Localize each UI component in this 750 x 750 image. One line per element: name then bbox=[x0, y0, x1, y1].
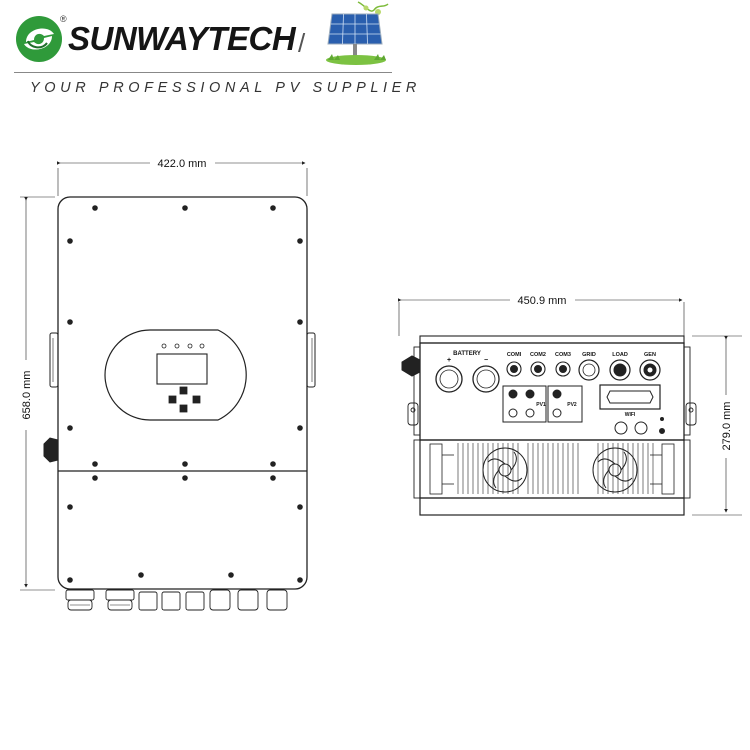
fan-icons bbox=[482, 447, 638, 493]
brand-separator: / bbox=[298, 28, 306, 58]
front-height-dimension bbox=[20, 196, 55, 591]
registered-mark: ® bbox=[60, 14, 67, 24]
brand-name: SUNWAYTECH bbox=[68, 20, 296, 57]
tagline: YOUR PROFESSIONAL PV SUPPLIER bbox=[30, 80, 421, 96]
label-grid: GRID bbox=[582, 352, 596, 358]
pv2-block bbox=[547, 385, 583, 423]
solar-panel-icon bbox=[326, 1, 389, 65]
heatsink-housing bbox=[419, 439, 685, 499]
ac-plug-frame bbox=[599, 384, 661, 410]
lcd-screen bbox=[156, 353, 208, 385]
label-pv2: PV2 bbox=[567, 402, 577, 408]
ac-ports bbox=[578, 359, 661, 381]
bottom-top-cover bbox=[419, 335, 685, 344]
side-clips bbox=[407, 402, 697, 426]
base-plate bbox=[419, 497, 685, 516]
bottom-height-dimension bbox=[692, 335, 742, 516]
label-pv1: PV1 bbox=[536, 402, 546, 408]
heatsink-rails bbox=[429, 443, 675, 495]
label-com1: COMI bbox=[507, 352, 522, 358]
battery-negative-port bbox=[472, 365, 500, 393]
wifi-port-1 bbox=[614, 421, 628, 435]
side-switch-icon bbox=[401, 355, 421, 377]
battery-positive-port bbox=[435, 365, 463, 393]
front-view bbox=[20, 161, 316, 611]
com-ports bbox=[506, 361, 571, 377]
right-bracket bbox=[306, 332, 316, 388]
label-wifi: WIFI bbox=[625, 412, 636, 418]
header: ® SUNWAYTECH / YOUR PROFESSIONAL PV SUPP… bbox=[0, 0, 750, 110]
front-width-label: 422.0 mm bbox=[158, 158, 207, 170]
bottom-width-dimension bbox=[398, 298, 685, 336]
label-battery: BATTERY bbox=[453, 351, 481, 357]
pv1-block bbox=[502, 385, 547, 423]
status-led-icons bbox=[161, 343, 205, 349]
pv2-connectors bbox=[552, 389, 562, 418]
label-gen: GEN bbox=[644, 352, 656, 358]
dc-switch-knob bbox=[43, 437, 59, 463]
label-com3: COM3 bbox=[555, 352, 571, 358]
ground-screw-icon bbox=[659, 428, 665, 434]
brand-logo-icon bbox=[16, 16, 62, 62]
heatsink-fins bbox=[457, 443, 654, 494]
keypad-icons bbox=[168, 386, 201, 413]
wifi-port-2 bbox=[634, 421, 648, 435]
front-height-label: 658.0 mm bbox=[21, 371, 33, 420]
bottom-width-label: 450.9 mm bbox=[518, 295, 567, 307]
display-panel bbox=[104, 329, 247, 421]
front-width-dimension bbox=[57, 161, 308, 196]
left-bracket bbox=[49, 332, 59, 388]
inverter-body bbox=[57, 196, 308, 590]
label-load: LOAD bbox=[612, 352, 628, 358]
label-battery-minus: − bbox=[484, 357, 488, 364]
bottom-height-label: 279.0 mm bbox=[721, 402, 733, 451]
front-screws bbox=[67, 205, 303, 583]
label-battery-plus: + bbox=[447, 357, 451, 364]
header-rule bbox=[14, 72, 392, 73]
pv1-connectors bbox=[508, 389, 535, 418]
bottom-view bbox=[398, 298, 742, 516]
front-cable-glands bbox=[65, 589, 288, 611]
label-com2: COM2 bbox=[530, 352, 546, 358]
